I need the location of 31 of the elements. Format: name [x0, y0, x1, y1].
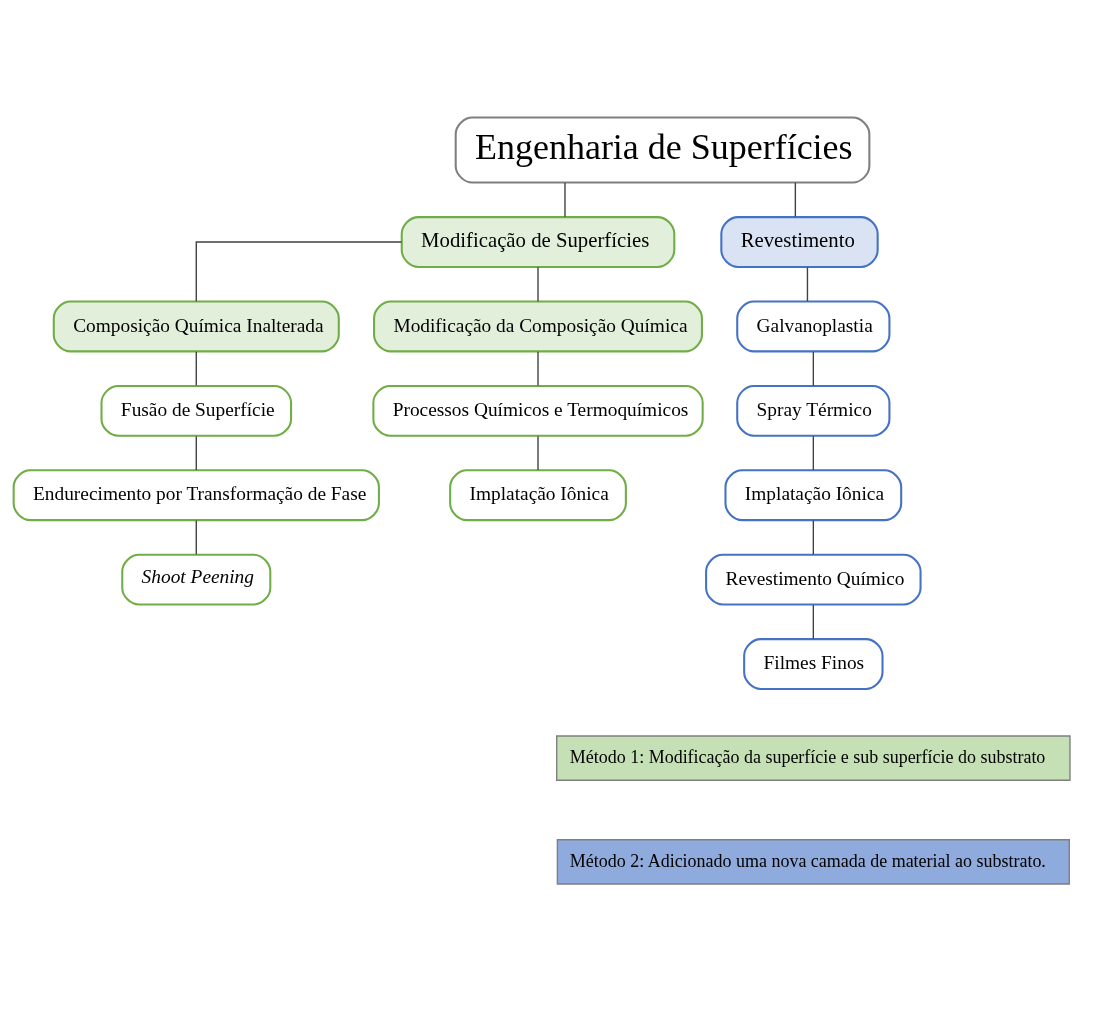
connector: [195, 241, 403, 302]
node-box: Implatação Iônica: [449, 469, 627, 522]
node-box: Modificação de Superfícies: [400, 216, 676, 268]
connector: [564, 182, 566, 218]
connector: [812, 351, 815, 387]
node-box: Engenharia de Superfícies: [454, 116, 871, 184]
legend-label: Método 1: Modificação da superfície e sub superfície do substrato: [569, 746, 1046, 767]
node-box: Endurecimento por Transformação de Fase: [12, 469, 380, 522]
node-box: Composição Química Inalterada: [52, 300, 340, 353]
connector: [812, 519, 815, 556]
node-box: Revestimento Químico: [705, 553, 922, 606]
legend-label: Método 2: Adicionado uma nova camada de material ao substrato.: [569, 850, 1046, 871]
node-box: Shoot Peening: [121, 553, 272, 606]
connector: [537, 351, 539, 387]
node-box: Spray Térmico: [736, 384, 891, 437]
node-box: Processos Químicos e Termoquímicos: [372, 384, 704, 437]
connector: [794, 182, 797, 218]
connector: [195, 351, 197, 387]
node-box: Modificação da Composição Química: [373, 300, 703, 353]
connector: [806, 266, 809, 302]
connector: [812, 604, 815, 640]
connector: [537, 435, 539, 471]
node-box: Filmes Finos: [743, 638, 884, 690]
connector: [195, 519, 197, 556]
connector: [195, 435, 197, 471]
connector: [537, 266, 539, 302]
node-box: Galvanoplastia: [736, 300, 891, 353]
node-box: Revestimento: [720, 216, 879, 268]
connector: [812, 435, 815, 471]
node-box: Implatação Iônica: [724, 469, 903, 522]
node-box: Fusão de Superfície: [100, 384, 293, 437]
